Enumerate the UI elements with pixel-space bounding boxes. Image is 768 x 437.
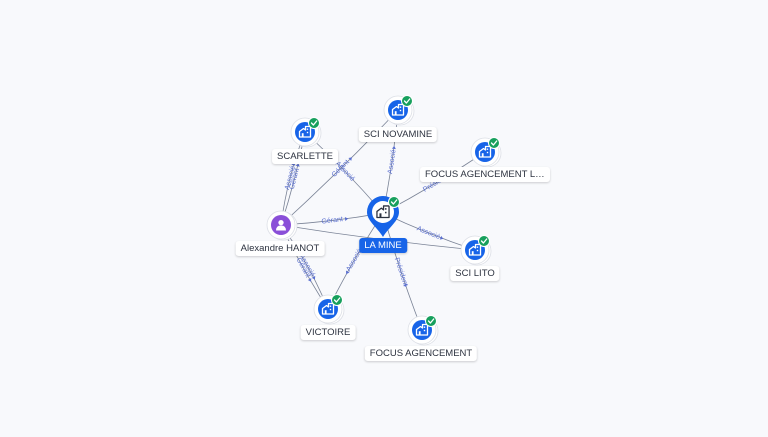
building-icon — [391, 103, 405, 116]
verified-check-icon — [488, 137, 500, 149]
edge[interactable]: Associé — [304, 131, 384, 214]
node-label-alexandre[interactable]: Alexandre HANOT — [235, 241, 325, 256]
verified-check-icon — [478, 235, 490, 247]
building-icon — [321, 302, 335, 315]
edge-arrow — [348, 157, 352, 161]
node-la-mine[interactable] — [367, 196, 400, 237]
building-icon — [415, 323, 429, 336]
node-scarlette[interactable] — [290, 117, 322, 148]
node-label-la-mine[interactable]: LA MINE — [359, 238, 407, 253]
building-icon — [468, 243, 482, 256]
edge-label: Associé — [387, 149, 397, 174]
building-icon — [478, 145, 492, 158]
edge-arrow — [295, 163, 300, 167]
node-label-sci-lito[interactable]: SCI LITO — [450, 266, 500, 281]
person-icon — [276, 219, 286, 231]
verified-check-icon — [331, 294, 343, 306]
building-icon — [376, 205, 390, 219]
edge-arrow — [439, 235, 444, 240]
node-label-focus-la[interactable]: FOCUS AGENCEMENT LA... — [420, 167, 550, 182]
edge-label: Gérant — [321, 216, 343, 225]
edge-arrow — [346, 270, 350, 275]
edge-line — [280, 109, 399, 226]
edge-label: Associé — [416, 225, 441, 241]
edge-arrow — [307, 278, 312, 282]
node-alexandre[interactable] — [266, 210, 298, 241]
node-label-victoire[interactable]: VICTOIRE — [300, 325, 356, 340]
edge-arrow — [311, 275, 316, 280]
node-label-sci-novamine[interactable]: SCI NOVAMINE — [358, 127, 438, 142]
verified-check-icon — [388, 196, 400, 208]
node-victoire[interactable] — [313, 294, 345, 325]
edge-arrow — [344, 216, 349, 221]
verified-check-icon — [425, 315, 437, 327]
verified-check-icon — [308, 117, 320, 129]
nodes-layer — [266, 95, 502, 346]
edge-arrow — [403, 283, 408, 288]
verified-check-icon — [401, 95, 413, 107]
node-focus[interactable] — [407, 315, 439, 346]
node-focus-la[interactable] — [470, 137, 502, 168]
edge-label: Président — [393, 257, 409, 287]
node-sci-lito[interactable] — [460, 235, 492, 266]
node-label-scarlette[interactable]: SCARLETTE — [272, 149, 338, 164]
building-icon — [298, 125, 312, 138]
node-sci-novamine[interactable] — [383, 95, 415, 126]
node-label-focus[interactable]: FOCUS AGENCEMENT — [364, 346, 478, 361]
edge-arrow — [391, 145, 396, 150]
